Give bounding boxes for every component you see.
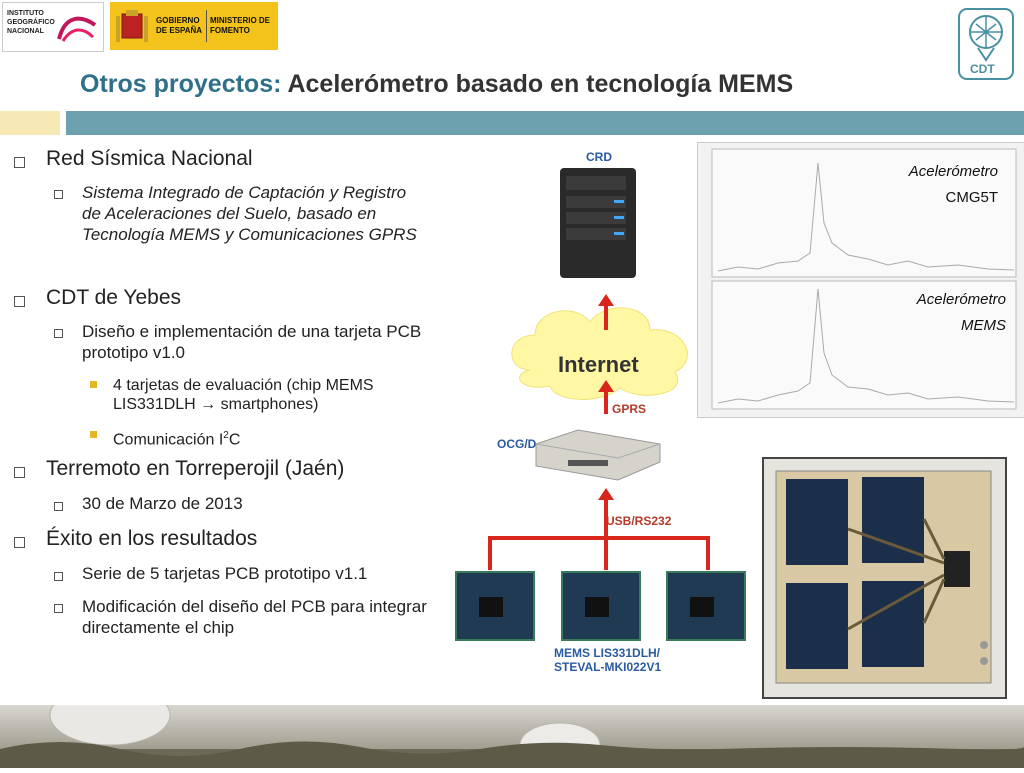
plot-top-label-1: Acelerómetro	[908, 163, 998, 180]
gprs-label: GPRS	[612, 402, 647, 416]
bullet-box	[54, 604, 63, 613]
eval-board-2	[561, 571, 641, 641]
bullet-box	[14, 537, 25, 548]
bullet-box	[14, 467, 25, 478]
bullet-cdt-sub1: 4 tarjetas de evaluación (chip MEMS LIS3…	[113, 376, 458, 414]
eval-board-3	[666, 571, 746, 641]
ocg-label: OCG/D	[497, 437, 537, 451]
mems-label-1: MEMS LIS331DLH/	[554, 646, 661, 660]
logo-divider	[206, 10, 207, 42]
bullet-terremoto: Terremoto en Torreperojil (Jaén)	[46, 457, 345, 480]
gobierno-logo: GOBIERNO DE ESPAÑA MINISTERIO DE FOMENTO	[110, 2, 278, 50]
cdt-text: CDT	[970, 62, 995, 76]
bullet-box	[54, 502, 63, 511]
pcb-board-icon	[775, 470, 992, 684]
title-accent: Otros proyectos:	[80, 70, 282, 98]
bullet-cdt-yebes: CDT de Yebes	[46, 286, 182, 309]
bullet-box	[54, 329, 63, 338]
arrow-glyph: →	[200, 396, 217, 413]
mems-label-2: STEVAL-MKI022V1	[554, 660, 662, 674]
bullet-cdt-sub2-end: C	[228, 431, 241, 449]
internet-cloud-icon	[511, 307, 688, 400]
bullet-red-sismica: Red Sísmica Nacional	[46, 147, 253, 170]
spain-crest-icon	[116, 10, 148, 42]
bullet-terremoto-sub: 30 de Marzo de 2013	[82, 494, 243, 513]
ign-swirl-icon	[57, 16, 97, 42]
title-bar-left	[0, 111, 60, 135]
title-bar-right	[66, 111, 1024, 135]
superscript: 2	[223, 430, 229, 441]
usb-connection-lines	[488, 488, 710, 570]
plot-bottom-label-1: Acelerómetro	[916, 291, 1006, 308]
title-main: Acelerómetro basado en tecnología MEMS	[287, 70, 794, 98]
ocg-device-icon	[535, 429, 661, 481]
bullet-box	[14, 296, 25, 307]
bullet-exito: Éxito en los resultados	[46, 527, 258, 550]
bullet-box	[14, 157, 25, 168]
plot-top-label-2: CMG5T	[945, 189, 999, 206]
ign-logo-text: INSTITUTO GEOGRÁFICO NACIONAL	[7, 10, 55, 35]
bullet-red-sismica-sub: Sistema Integrado de Captación y Registr…	[82, 183, 417, 244]
seismograph-traces	[711, 148, 1017, 410]
bullet-cdt-sub1-end: smartphones)	[220, 396, 319, 413]
seismograph-plot: Acelerómetro CMG5T Acelerómetro MEMS	[697, 142, 1024, 418]
bullet-cdt-sub2-text: Comunicación I	[113, 431, 224, 449]
pcb-prototype-photo	[762, 457, 1007, 699]
internet-label: Internet	[558, 352, 639, 377]
cdt-logo: CDT	[958, 8, 1014, 80]
cdt-dish-icon	[958, 8, 1014, 80]
ign-logo: INSTITUTO GEOGRÁFICO NACIONAL	[2, 2, 104, 52]
server-icon	[560, 168, 636, 278]
landscape-strip	[0, 684, 1024, 768]
bullet-cdt-sub1-text: 4 tarjetas de evaluación (chip MEMS LIS3…	[113, 377, 374, 413]
eval-board-1	[455, 571, 535, 641]
bullet-cdt-sub2: Comunicación I2C	[113, 426, 240, 449]
bullet-box	[54, 572, 63, 581]
crd-label: CRD	[586, 150, 612, 164]
bullet-exito-sub1: Serie de 5 tarjetas PCB prototipo v1.1	[82, 564, 368, 583]
bullet-box	[54, 190, 63, 199]
plot-bottom-label-2: MEMS	[961, 317, 1006, 334]
bullet-square	[90, 431, 97, 438]
gobierno-text: GOBIERNO DE ESPAÑA	[156, 16, 203, 35]
ministerio-text: MINISTERIO DE FOMENTO	[210, 16, 271, 35]
antenna-landscape-icon	[0, 684, 1024, 768]
bullet-cdt-sub: Diseño e implementación de una tarjeta P…	[82, 322, 422, 362]
usb-label: USB/RS232	[606, 514, 672, 528]
bullet-exito-sub2: Modificación del diseño del PCB para int…	[82, 597, 427, 637]
slide-title: Otros proyectos: Acelerómetro basado en …	[80, 70, 793, 99]
arrow-up-icon	[598, 294, 614, 414]
bullet-square	[90, 381, 97, 388]
